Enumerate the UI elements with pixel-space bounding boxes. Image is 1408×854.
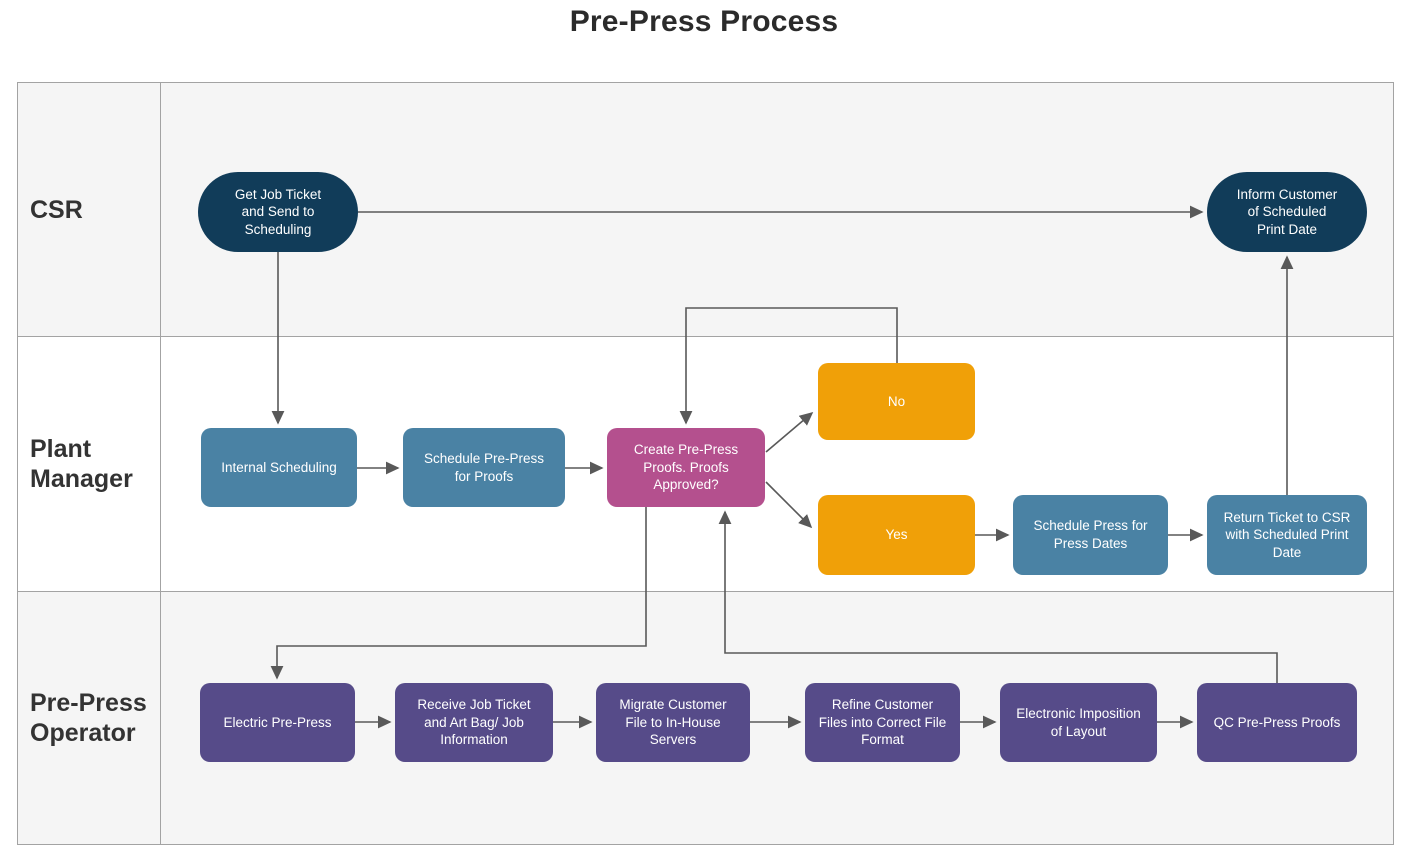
- lane-plant-manager-label-cell: Plant Manager: [18, 337, 161, 591]
- node-migrate-customer-file[interactable]: Migrate Customer File to In-House Server…: [596, 683, 750, 762]
- node-get-job-ticket[interactable]: Get Job Ticket and Send to Scheduling: [198, 172, 358, 252]
- node-create-prepress-proofs-decision[interactable]: Create Pre-Press Proofs. Proofs Approved…: [607, 428, 765, 507]
- node-schedule-prepress-for-proofs[interactable]: Schedule Pre-Press for Proofs: [403, 428, 565, 507]
- swimlane-container: CSR Plant Manager Pre-Press Operator: [17, 82, 1394, 845]
- lane-csr-label-cell: CSR: [18, 83, 161, 336]
- diagram-title: Pre-Press Process: [569, 5, 839, 38]
- node-return-ticket-to-csr[interactable]: Return Ticket to CSR with Scheduled Prin…: [1207, 495, 1367, 575]
- node-inform-customer[interactable]: Inform Customer of Scheduled Print Date: [1207, 172, 1367, 252]
- node-refine-customer-files[interactable]: Refine Customer Files into Correct File …: [805, 683, 960, 762]
- node-schedule-press-for-press-dates[interactable]: Schedule Press for Press Dates: [1013, 495, 1168, 575]
- node-yes[interactable]: Yes: [818, 495, 975, 575]
- node-internal-scheduling[interactable]: Internal Scheduling: [201, 428, 357, 507]
- lane-label-prepress-operator: Pre-Press Operator: [30, 689, 147, 747]
- node-receive-job-ticket[interactable]: Receive Job Ticket and Art Bag/ Job Info…: [395, 683, 553, 762]
- node-electronic-imposition[interactable]: Electronic Imposition of Layout: [1000, 683, 1157, 762]
- node-electric-prepress[interactable]: Electric Pre-Press: [200, 683, 355, 762]
- lane-prepress-operator-label-cell: Pre-Press Operator: [18, 592, 161, 844]
- lane-label-csr: CSR: [30, 195, 83, 224]
- lane-label-plant-manager: Plant Manager: [30, 435, 133, 493]
- node-no[interactable]: No: [818, 363, 975, 440]
- node-qc-prepress-proofs[interactable]: QC Pre-Press Proofs: [1197, 683, 1357, 762]
